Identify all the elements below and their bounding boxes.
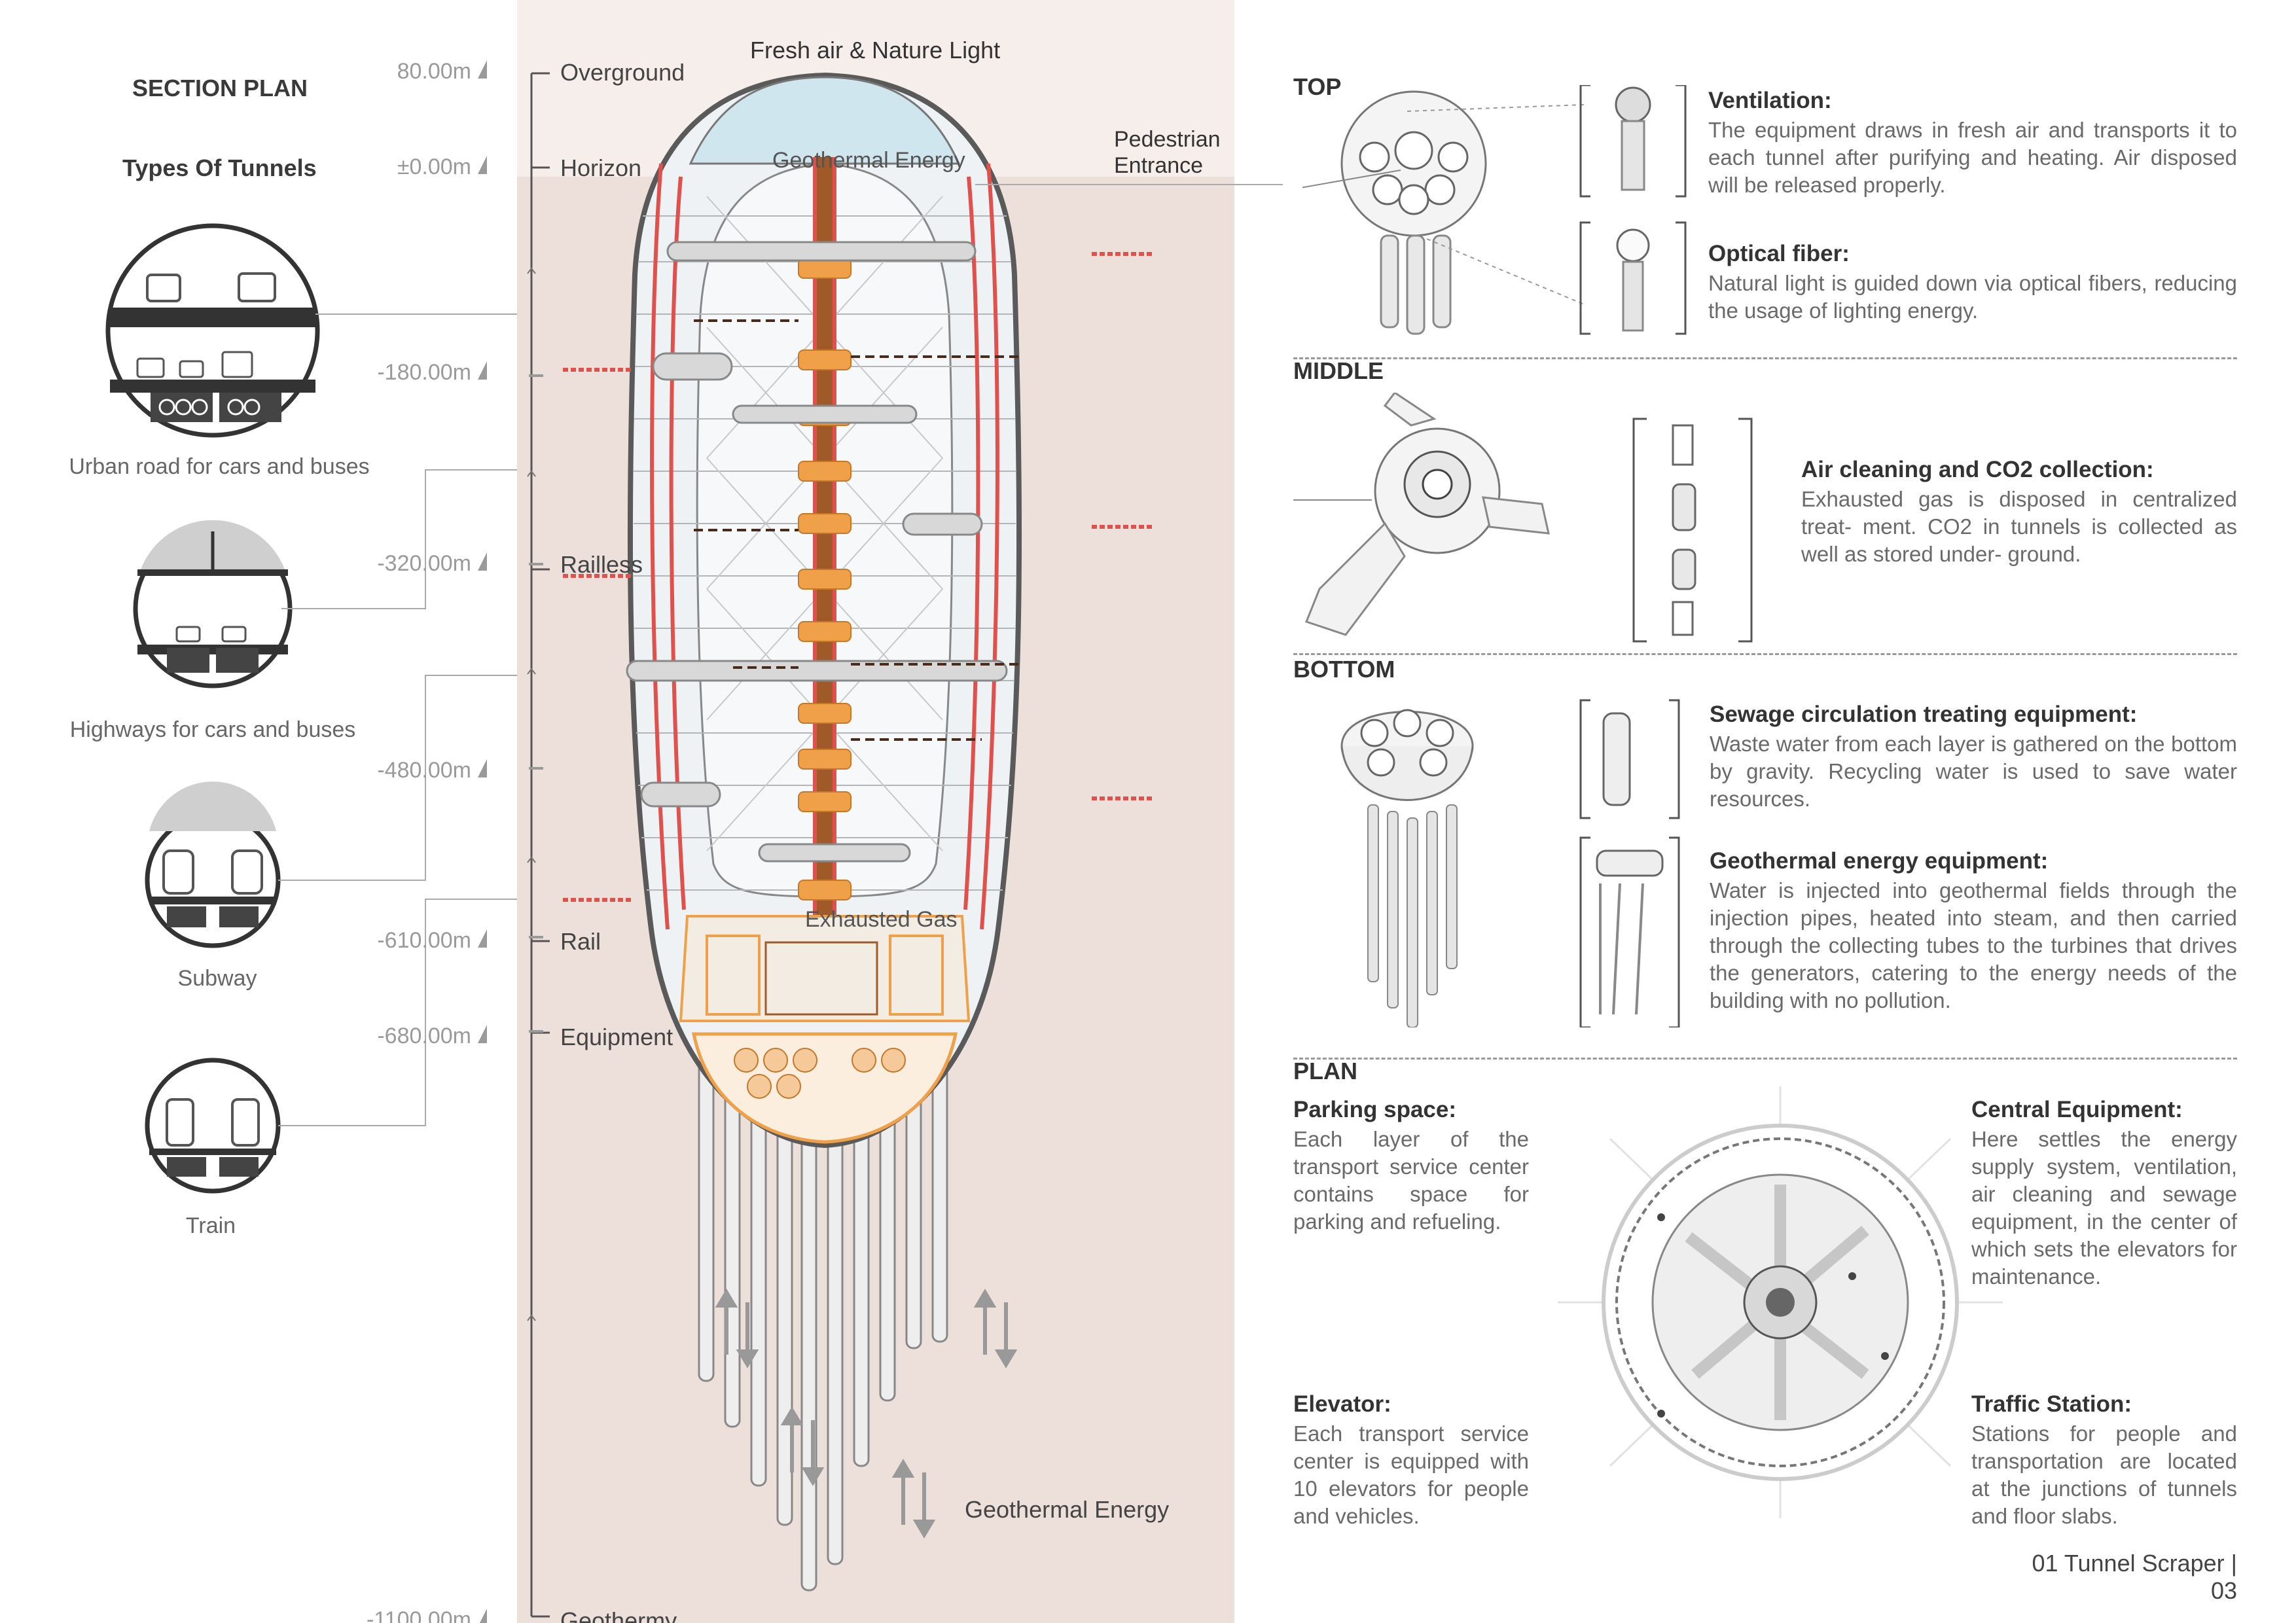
page-footer: 01 Tunnel Scraper | 03: [2032, 1550, 2237, 1604]
section-top-heading: TOP: [1293, 73, 1342, 100]
entrance-label: Entrance: [1114, 153, 1204, 178]
tunnel-caption-highway: Highways for cars and buses: [69, 717, 356, 742]
central-equipment-block: Central Equipment: Here settles the ener…: [1971, 1097, 2237, 1291]
tunnel-icon-highway: [133, 520, 293, 688]
tunnel-caption-train: Train: [185, 1213, 236, 1238]
section-drawing: [478, 0, 1283, 1623]
elevation-1100: -1100.00m: [366, 1607, 471, 1623]
sewage-block: Sewage circulation treating equipment: W…: [1710, 702, 2237, 813]
optical-fiber-text: Natural light is guided down via optical…: [1708, 271, 2237, 323]
central-equipment-text: Here settles the energy supply system, v…: [1971, 1127, 2237, 1289]
section-plan-heading: PLAN: [1293, 1058, 1357, 1084]
traffic-station-title: Traffic Station:: [1971, 1391, 2132, 1417]
ventilation-title: Ventilation:: [1708, 88, 1832, 113]
floor-plan-illustration: [1558, 1086, 2003, 1518]
bottom-equipment-illustration: [1340, 699, 1680, 1027]
optical-fiber-block: Optical fiber: Natural light is guided d…: [1708, 241, 2237, 325]
elevation-180: -180.00m: [377, 360, 471, 385]
section-plan-title: SECTION PLAN: [132, 75, 308, 101]
sewage-text: Waste water from each layer is gathered …: [1710, 732, 2237, 811]
exhausted-gas-label: Exhausted Gas: [805, 907, 958, 932]
geothermal-energy-bottom-label: Geothermal Energy: [965, 1496, 1170, 1523]
fresh-air-label: Fresh air & Nature Light: [750, 37, 1001, 63]
level-equipment: Equipment: [560, 1024, 673, 1050]
elevation-0: ±0.00m: [397, 154, 471, 179]
pedestrian-label: Pedestrian: [1114, 127, 1221, 152]
elevation-680: -680.00m: [377, 1024, 471, 1048]
top-equipment-illustration: [1302, 85, 1687, 335]
tunnel-icon-train: [145, 1058, 281, 1194]
divider-bottom-plan: [1293, 1058, 2237, 1060]
tunnel-icon-urban-road: [105, 223, 320, 438]
air-cleaning-text: Exhausted gas is disposed in centralized…: [1801, 487, 2237, 566]
ventilation-block: Ventilation: The equipment draws in fres…: [1708, 88, 2237, 199]
elevator-title: Elevator:: [1293, 1391, 1391, 1417]
parking-title: Parking space:: [1293, 1097, 1456, 1122]
tunnel-caption-urban: Urban road for cars and buses: [69, 454, 370, 479]
geothermal-equipment-title: Geothermal energy equipment:: [1710, 848, 2049, 874]
sewage-title: Sewage circulation treating equipment:: [1710, 702, 2138, 727]
level-geothermy: Geothermy: [560, 1607, 677, 1623]
traffic-station-block: Traffic Station: Stations for people and…: [1971, 1391, 2237, 1530]
elevation-610: -610.00m: [377, 928, 471, 953]
section-middle-heading: MIDDLE: [1293, 357, 1384, 384]
divider-middle-bottom: [1293, 653, 2237, 655]
elevation-80: 80.00m: [397, 59, 471, 84]
ventilation-text: The equipment draws in fresh air and tra…: [1708, 118, 2237, 197]
elevator-text: Each transport service center is equippe…: [1293, 1421, 1529, 1528]
tunnel-type-icons: [105, 223, 517, 1194]
air-cleaning-title: Air cleaning and CO2 collection:: [1801, 457, 2154, 482]
divider-top-middle: [1293, 357, 2237, 359]
middle-equipment-illustration: [1293, 393, 1753, 643]
section-bottom-heading: BOTTOM: [1293, 656, 1395, 683]
parking-text: Each layer of the transport service cent…: [1293, 1127, 1529, 1234]
geothermal-energy-top-label: Geothermal Energy: [772, 148, 965, 173]
up-down-arrow-icon: [715, 1289, 1018, 1539]
level-rail: Rail: [560, 928, 601, 955]
elevation-320: -320.00m: [377, 551, 471, 576]
level-horizon: Horizon: [560, 154, 642, 181]
parking-block: Parking space: Each layer of the transpo…: [1293, 1097, 1529, 1236]
geothermal-equipment-text: Water is injected into geothermal fields…: [1710, 878, 2237, 1012]
level-railless: Railless: [560, 551, 643, 578]
tunnel-icon-subway: [145, 781, 281, 948]
traffic-station-text: Stations for people and transportation a…: [1971, 1421, 2237, 1528]
tunnel-caption-subway: Subway: [177, 966, 257, 991]
geothermal-equipment-block: Geothermal energy equipment: Water is in…: [1710, 848, 2237, 1014]
air-cleaning-block: Air cleaning and CO2 collection: Exhaust…: [1801, 457, 2237, 568]
optical-fiber-title: Optical fiber:: [1708, 241, 1850, 266]
level-overground: Overground: [560, 59, 685, 86]
elevator-block: Elevator: Each transport service center …: [1293, 1391, 1529, 1530]
tunnel-types-title: Types Of Tunnels: [122, 154, 317, 181]
elevation-480: -480.00m: [377, 758, 471, 783]
central-equipment-title: Central Equipment:: [1971, 1097, 2183, 1122]
